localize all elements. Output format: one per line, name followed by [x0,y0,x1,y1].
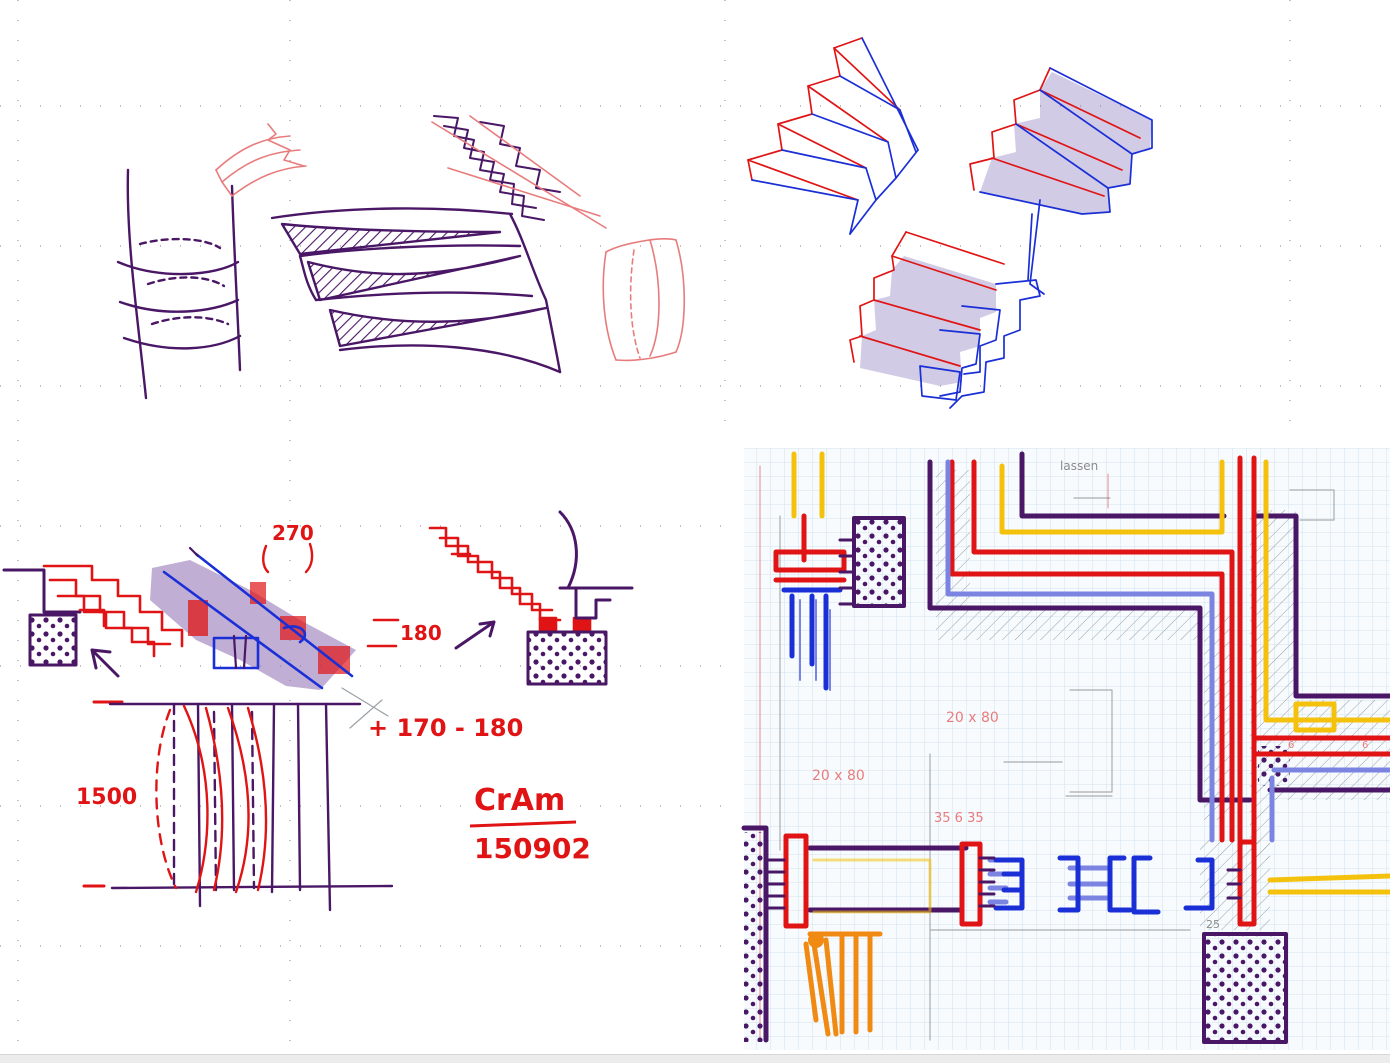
curved-stair-sketch [116,115,686,400]
window-bottom-edge [0,1054,1390,1063]
dim-1500-label: 1500 [76,785,137,810]
plan-label-tick-b: 6 [1362,740,1368,751]
colored-floor-plan [741,448,1390,1050]
plan-label-tick-a: 6 [1288,740,1294,751]
section-annotations: 270 180 + 170 - 180 1500 CrAm 150902 [76,521,591,865]
plan-label-dims: 35 6 35 [934,811,984,826]
plan-label-size-b: 20 x 80 [812,768,865,784]
plan-label-lassen: lassen [1060,459,1098,473]
signature-rule [469,820,577,828]
signature-name: CrAm [474,783,565,818]
plan-label-size-a: 20 x 80 [946,710,999,726]
dim-180-label: 180 [400,621,442,645]
stair-section-sketch [2,510,634,912]
plan-label-tick-c: 25 [1206,918,1220,931]
dim-170-180-label: + 170 - 180 [368,714,523,742]
dim-270-label: 270 [272,521,314,545]
signature-date: 150902 [474,832,591,865]
isometric-stairs-sketch [747,37,1153,409]
plan-annotations: lassen 20 x 80 20 x 80 35 6 35 6 6 25 [812,459,1368,931]
